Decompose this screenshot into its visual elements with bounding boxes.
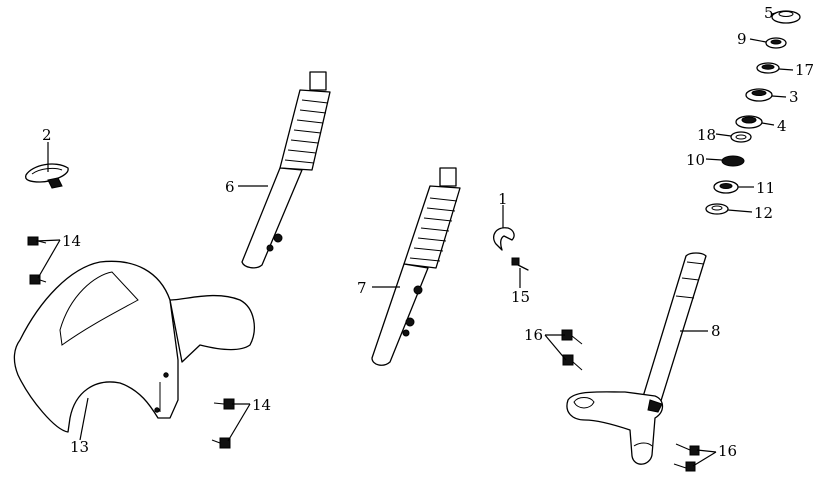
callout-2: 2 xyxy=(42,126,52,144)
callout-15: 15 xyxy=(511,288,530,306)
callout-12: 12 xyxy=(754,204,773,222)
callout-11: 11 xyxy=(756,179,775,197)
small-bolt xyxy=(511,257,529,271)
leader-16b-1 xyxy=(696,449,717,453)
steering-bolt-a xyxy=(561,329,583,345)
hose-clamp xyxy=(493,227,515,251)
bolt-lower-b xyxy=(211,437,231,449)
callout-4: 4 xyxy=(777,117,787,135)
stem-bolt-a xyxy=(675,443,700,456)
leader-14a-1 xyxy=(35,239,61,242)
callout-13: 13 xyxy=(70,438,89,456)
leader-4 xyxy=(761,122,775,126)
callout-17: 17 xyxy=(795,61,814,79)
callout-labels: 2 14 14 13 6 7 1 15 16 16 8 5 9 17 3 4 1… xyxy=(42,4,814,460)
bearing-ring-18 xyxy=(730,131,752,143)
leader-3 xyxy=(771,95,787,98)
callout-18: 18 xyxy=(697,126,716,144)
bolt-upper-b xyxy=(29,274,47,285)
leader-9 xyxy=(749,38,767,43)
bearing-ball-10 xyxy=(721,155,745,167)
callout-10: 10 xyxy=(686,151,705,169)
bearing-nut-5 xyxy=(771,10,801,24)
callout-5: 5 xyxy=(764,4,774,22)
callout-16-left: 16 xyxy=(524,326,543,344)
callout-14-upper: 14 xyxy=(62,232,81,250)
callout-8: 8 xyxy=(711,322,721,340)
stem-bolt-b xyxy=(673,461,696,472)
callout-1: 1 xyxy=(498,190,508,208)
leader-13 xyxy=(79,397,89,441)
leader-18 xyxy=(715,133,732,137)
leader-14a-2 xyxy=(37,239,61,279)
leader-16a-2 xyxy=(544,334,567,361)
callout-7: 7 xyxy=(357,279,367,297)
steering-stem xyxy=(566,252,707,465)
leader-5 xyxy=(771,12,777,15)
callout-6: 6 xyxy=(225,178,235,196)
callout-16-right: 16 xyxy=(718,442,737,460)
callout-9: 9 xyxy=(737,30,747,48)
steering-bolt-b xyxy=(562,354,583,371)
callout-3: 3 xyxy=(789,88,799,106)
washer-17 xyxy=(756,62,780,74)
leader-17 xyxy=(778,68,794,71)
front-fender xyxy=(13,260,255,433)
bearing-race-3 xyxy=(745,88,773,102)
leader-12 xyxy=(727,209,753,213)
fork-leg-right xyxy=(371,167,461,366)
emblem-clip xyxy=(24,163,69,189)
lock-washer-9 xyxy=(765,37,787,49)
leader-10 xyxy=(705,158,723,161)
bearing-cone-12 xyxy=(705,203,729,215)
bolt-lower-a xyxy=(213,398,235,410)
fork-leg-left xyxy=(241,71,331,269)
leader-16b-2 xyxy=(692,451,717,467)
bearing-race-11 xyxy=(713,180,739,194)
leader-14b-2 xyxy=(227,403,251,442)
leader-lines xyxy=(35,12,794,467)
callout-14-lower: 14 xyxy=(252,396,271,414)
bearing-cone-4 xyxy=(735,115,763,129)
